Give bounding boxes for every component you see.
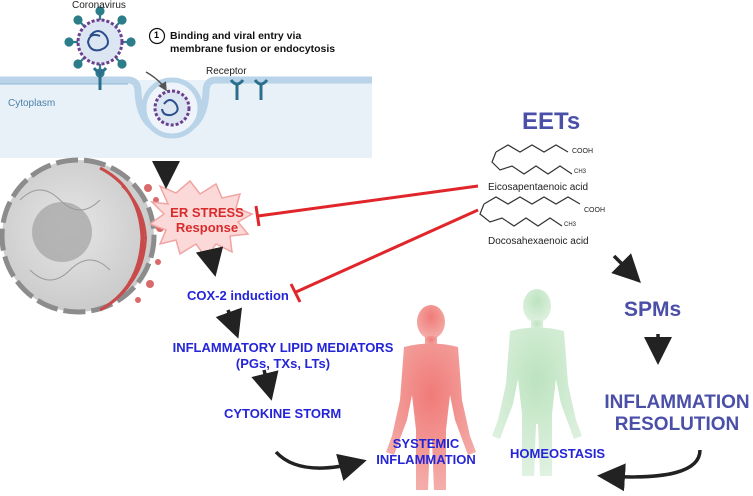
coronavirus-label: Coronavirus [72, 0, 126, 11]
coronavirus-icon [64, 6, 136, 78]
endosome-icon [141, 77, 203, 139]
lipid-line1: INFLAMMATORY LIPID MEDIATORS [172, 340, 394, 355]
step-number: 1 [154, 30, 160, 40]
molecule2-name: Docosahexaenoic acid [488, 236, 589, 247]
step-number-circle [148, 27, 166, 45]
cytokine-storm-label: CYTOKINE STORM [224, 406, 342, 421]
molecule1-name: Eicosapentaenoic acid [488, 182, 589, 193]
systemic-line1: SYSTEMIC [392, 436, 460, 451]
step-text-line2: membrane fusion or endocytosis [170, 43, 336, 55]
endoplasmic-reticulum-icon [99, 166, 164, 312]
lipid-line2: (PGs, TXs, LTs) [235, 356, 331, 371]
inhibition-lines [254, 184, 479, 303]
ch3-label-2: CH3 [564, 222, 577, 228]
cooh-label-1: COOH [572, 148, 593, 155]
receptor-label: Receptor [206, 66, 247, 77]
entry-arrow [145, 71, 167, 92]
step-text-line1: Binding and viral entry via [170, 30, 302, 42]
resolution-line1: INFLAMMATION [604, 392, 750, 413]
lipid-mediators-label: INFLAMMATORY LIPID MEDIATORS (PGs, TXs, … [152, 340, 414, 372]
eets-title: EETs [522, 108, 581, 135]
inflammation-resolution-label: INFLAMMATION RESOLUTION [604, 392, 750, 436]
molecule-structure-icon [479, 144, 581, 227]
pathway-arrows [152, 161, 702, 492]
er-stress-label: ER STRESS Response [164, 205, 250, 235]
er-stress-line2: Response [175, 220, 239, 235]
cytoplasm-label: Cytoplasm [8, 98, 56, 109]
human-healthy-icon [492, 289, 582, 476]
ch3-label-1: CH3 [574, 169, 587, 175]
er-stress-line1: ER STRESS [170, 205, 244, 220]
cooh-label-2: COOH [584, 207, 605, 214]
homeostasis-label: HOMEOSTASIS [510, 446, 606, 461]
spms-label: SPMs [624, 298, 682, 321]
systemic-line2: INFLAMMATION [376, 452, 476, 467]
er-stress-burst-icon [148, 179, 254, 260]
step-text: Binding and viral entry via membrane fus… [170, 30, 335, 56]
resolution-line2: RESOLUTION [614, 414, 740, 435]
cox2-label: COX-2 induction [187, 288, 289, 303]
receptor-icon [92, 67, 269, 100]
systemic-inflammation-label: SYSTEMIC INFLAMMATION [370, 436, 482, 468]
human-inflamed-icon [386, 305, 476, 490]
cell-nucleus-icon [0, 157, 157, 315]
